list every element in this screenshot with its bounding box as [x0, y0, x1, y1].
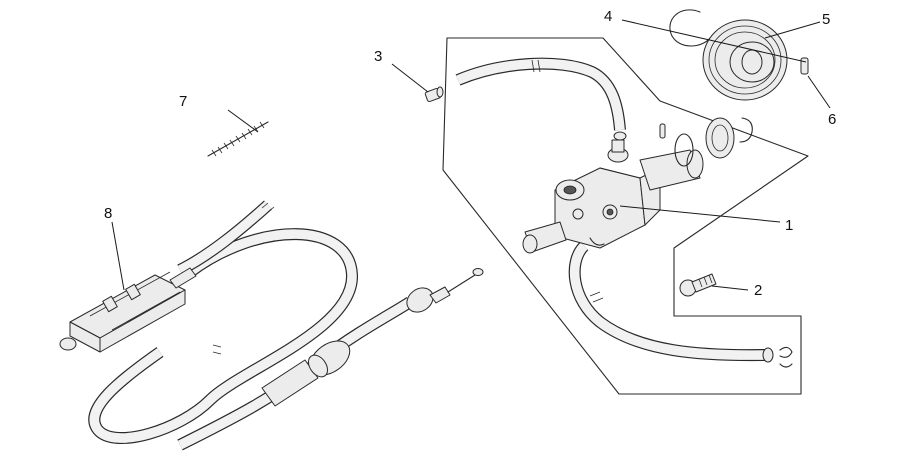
cable-end-fitting [406, 287, 434, 313]
o-ring [674, 133, 694, 167]
upper-hose [455, 57, 627, 141]
assembly-boundary [442, 37, 809, 395]
part-1-pump-body [522, 139, 704, 254]
callout-2: 2 [754, 282, 762, 299]
leader-lines [111, 19, 831, 291]
part-5-pulley [702, 19, 788, 101]
cable-sleeve [261, 359, 319, 407]
part-2-bolt [679, 273, 717, 297]
part-3-nozzle [424, 86, 444, 103]
callout-8: 8 [104, 205, 112, 222]
pump-gear-set [659, 117, 753, 167]
cable-assembly [88, 200, 484, 451]
lower-hose [568, 241, 793, 368]
callout-6: 6 [828, 111, 836, 128]
part-4-circlip [669, 9, 711, 47]
callout-5: 5 [822, 11, 830, 28]
callout-7: 7 [179, 93, 187, 110]
part-6-pin [800, 57, 809, 75]
hose-clamp [779, 346, 793, 368]
part-8-connector [59, 267, 197, 353]
callout-4: 4 [604, 8, 612, 25]
part-7-spring [207, 121, 269, 157]
callout-1: 1 [785, 217, 793, 234]
callout-3: 3 [374, 48, 382, 65]
